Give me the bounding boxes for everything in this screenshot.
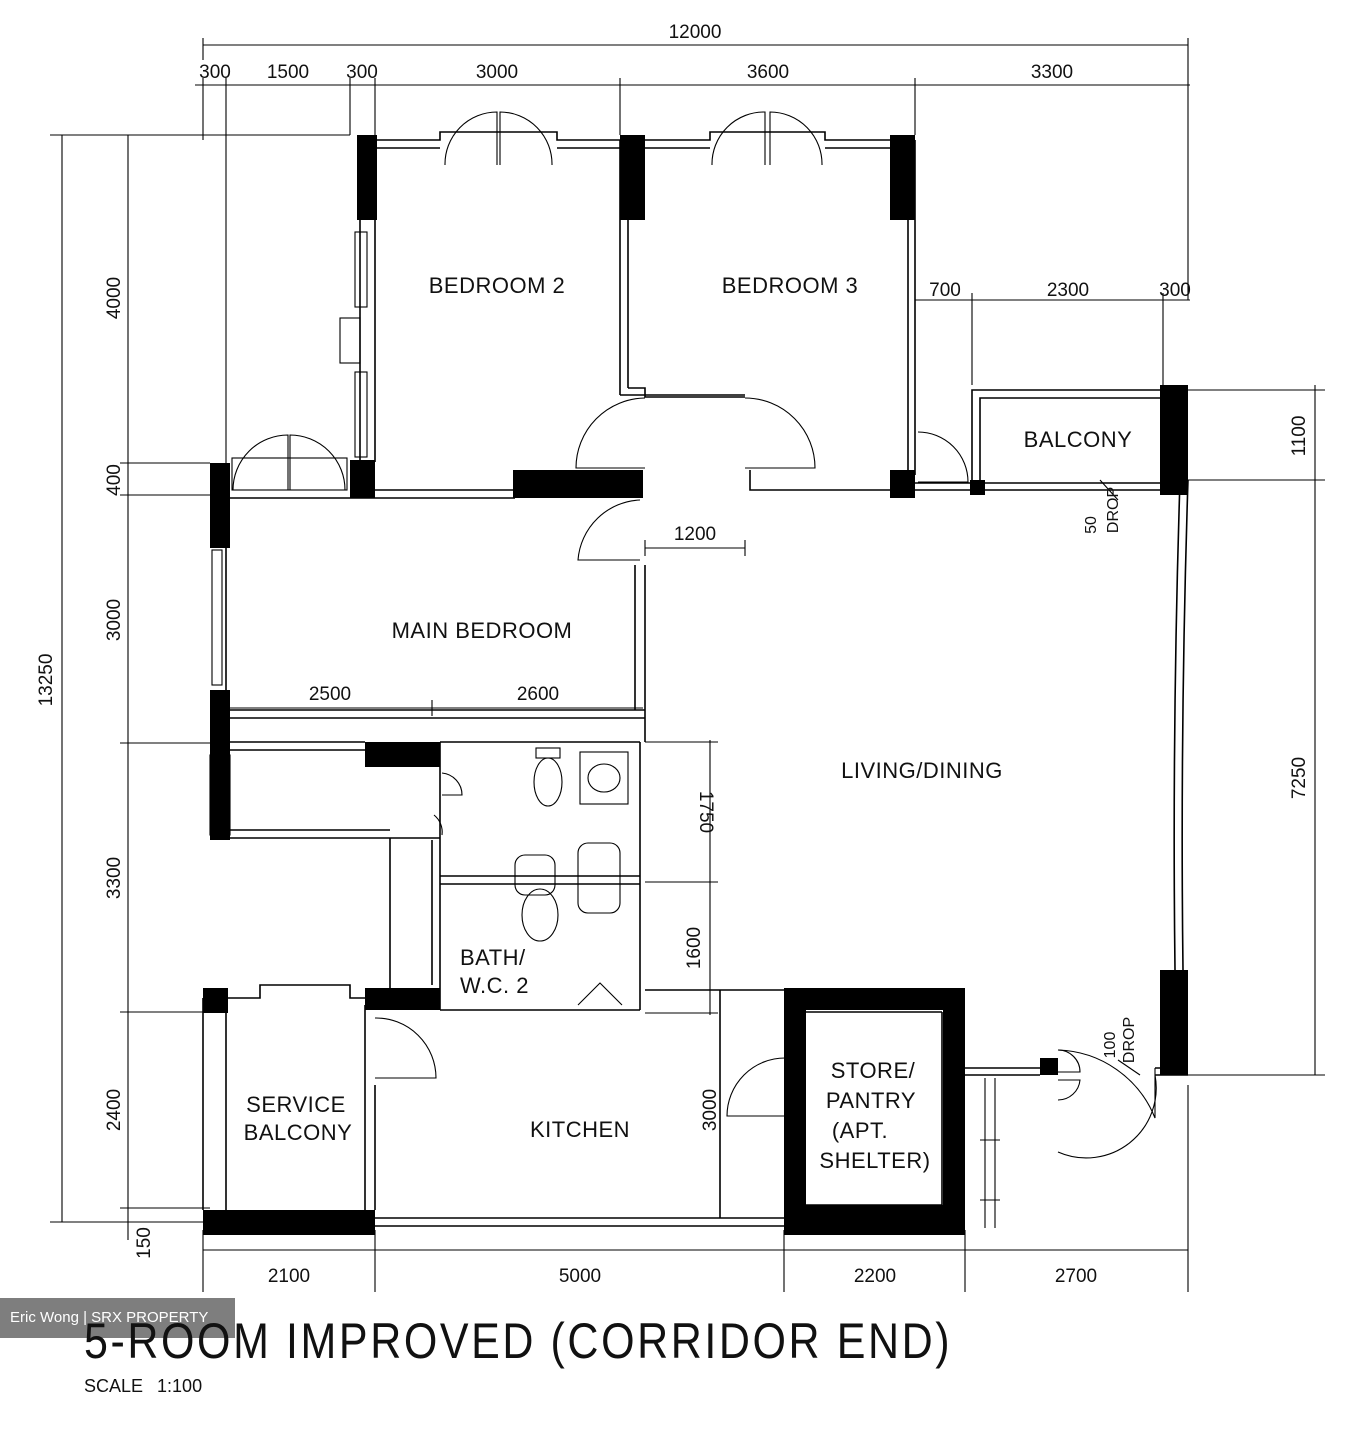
dimension-lines — [50, 38, 1325, 1292]
dim-bottom-2700: 2700 — [1055, 1266, 1097, 1287]
dim-left-3000: 3000 — [104, 599, 125, 641]
dim-left-3300: 3300 — [104, 857, 125, 899]
dim-top-300a: 300 — [199, 62, 231, 83]
room-bath-wc2-line2: W.C. 2 — [460, 973, 529, 998]
room-store-line2: PANTRY — [826, 1088, 916, 1113]
dim-top-1500: 1500 — [267, 62, 309, 83]
dim-right-1100: 1100 — [1289, 416, 1310, 457]
dim-drop-100-word: DROP — [1121, 1017, 1138, 1063]
room-bedroom-3: BEDROOM 3 — [722, 273, 859, 298]
dim-left-4000: 4000 — [104, 277, 125, 319]
plan-title: 5-ROOM IMPROVED (CORRIDOR END) — [84, 1313, 953, 1369]
room-kitchen: KITCHEN — [530, 1117, 630, 1142]
dim-right-7250: 7250 — [1289, 757, 1310, 799]
dim-top-total: 12000 — [669, 22, 722, 43]
room-store-line4: SHELTER) — [819, 1148, 930, 1173]
dim-top-300b: 300 — [346, 62, 378, 83]
room-service-balcony-line2: BALCONY — [244, 1120, 353, 1145]
dim-drop-100: 100 — [1102, 1032, 1119, 1059]
dim-kitchen-3000: 3000 — [700, 1089, 721, 1131]
scale-value: 1:100 — [157, 1376, 203, 1396]
scale-label: SCALE — [84, 1376, 144, 1396]
dim-bal-2300: 2300 — [1047, 280, 1089, 301]
room-main-bedroom: MAIN BEDROOM — [392, 618, 573, 643]
dim-bottom-5000: 5000 — [559, 1266, 601, 1287]
dim-top-3600: 3600 — [747, 62, 789, 83]
dim-left-150: 150 — [134, 1227, 155, 1259]
watermark: Eric Wong | SRX PROPERTY — [0, 1298, 235, 1338]
solid-walls — [203, 135, 1188, 1235]
scale-note: SCALE 1:100 — [84, 1376, 216, 1397]
room-store-line3: (APT. — [832, 1118, 888, 1143]
room-labels: BEDROOM 2 BEDROOM 3 MAIN BEDROOM BALCONY… — [244, 273, 1133, 1173]
dimension-labels: 12000 300 1500 300 3000 3600 3300 700 23… — [36, 22, 1310, 1287]
dim-bal-700: 700 — [929, 280, 961, 301]
dim-corridor-1200: 1200 — [674, 524, 716, 545]
bath-fixtures — [514, 747, 629, 1006]
room-bedroom-2: BEDROOM 2 — [429, 273, 566, 298]
dim-bal-300: 300 — [1159, 280, 1191, 301]
room-living-dining: LIVING/DINING — [841, 758, 1003, 783]
dim-mb-2600: 2600 — [517, 684, 559, 705]
dim-drop-50: 50 — [1083, 516, 1100, 534]
dim-bath-1600: 1600 — [684, 927, 705, 969]
dim-mb-2500: 2500 — [309, 684, 351, 705]
doors-windows — [232, 111, 1157, 1159]
dim-bottom-2100: 2100 — [268, 1266, 310, 1287]
dim-top-3300: 3300 — [1031, 62, 1073, 83]
room-balcony: BALCONY — [1024, 427, 1133, 452]
room-store-line1: STORE/ — [831, 1058, 916, 1083]
dim-drop-50-word: DROP — [1105, 487, 1122, 533]
dim-left-400: 400 — [104, 464, 125, 496]
dim-bottom-2200: 2200 — [854, 1266, 896, 1287]
room-bath-wc2-line1: BATH/ — [460, 945, 526, 970]
dim-bath-1750: 1750 — [695, 791, 716, 833]
dim-left-2400: 2400 — [104, 1089, 125, 1131]
dim-left-total: 13250 — [36, 654, 57, 707]
dim-top-3000: 3000 — [476, 62, 518, 83]
room-service-balcony-line1: SERVICE — [246, 1092, 346, 1117]
